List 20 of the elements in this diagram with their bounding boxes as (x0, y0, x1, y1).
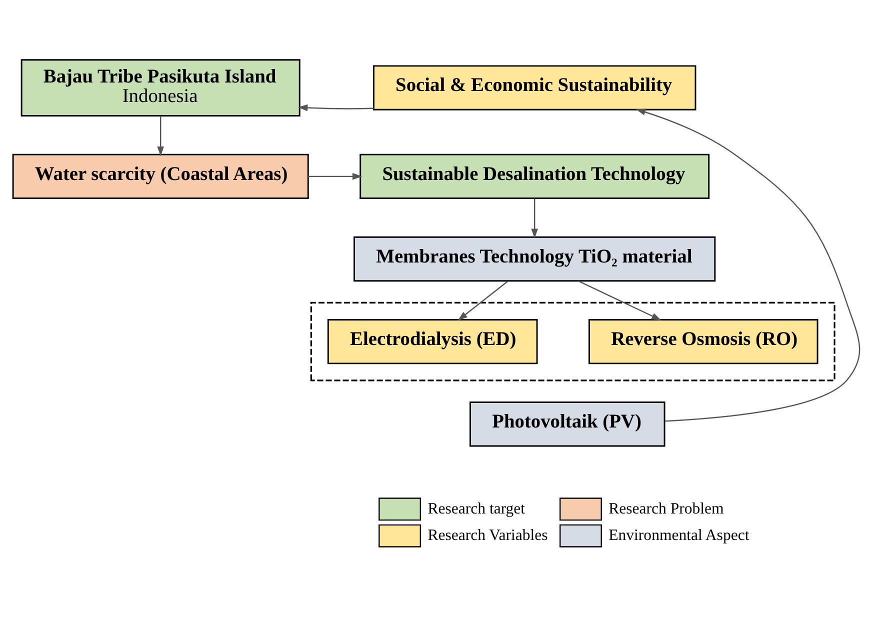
arrow (578, 280, 662, 320)
node-box: Electrodialysis (ED) (327, 318, 538, 364)
arrow (531, 198, 538, 238)
node-box: Photovoltaik (PV) (470, 401, 666, 446)
arrow (458, 280, 508, 320)
node-box: Reverse Osmosis (RO) (588, 318, 818, 364)
arrow (157, 115, 164, 156)
arrow (298, 104, 374, 111)
node-box: Social & Economic Sustainability (372, 64, 696, 110)
legend-label: Research Variables (428, 526, 548, 544)
legend-label: Environmental Aspect (608, 526, 750, 544)
node-box: Sustainable Desalination Technology (360, 153, 710, 199)
legend-label: Research Problem (608, 500, 724, 517)
arrow (636, 108, 860, 422)
node-box: Bajau Tribe Pasikuta Island Indonesia (20, 58, 300, 116)
cluster (310, 301, 836, 381)
legend-label: Research target (428, 500, 526, 517)
node-box: Membranes Technology TiO₂ material (354, 236, 716, 282)
arrow (308, 172, 362, 180)
node-box: Water scarcity (Coastal Areas) (12, 153, 309, 199)
